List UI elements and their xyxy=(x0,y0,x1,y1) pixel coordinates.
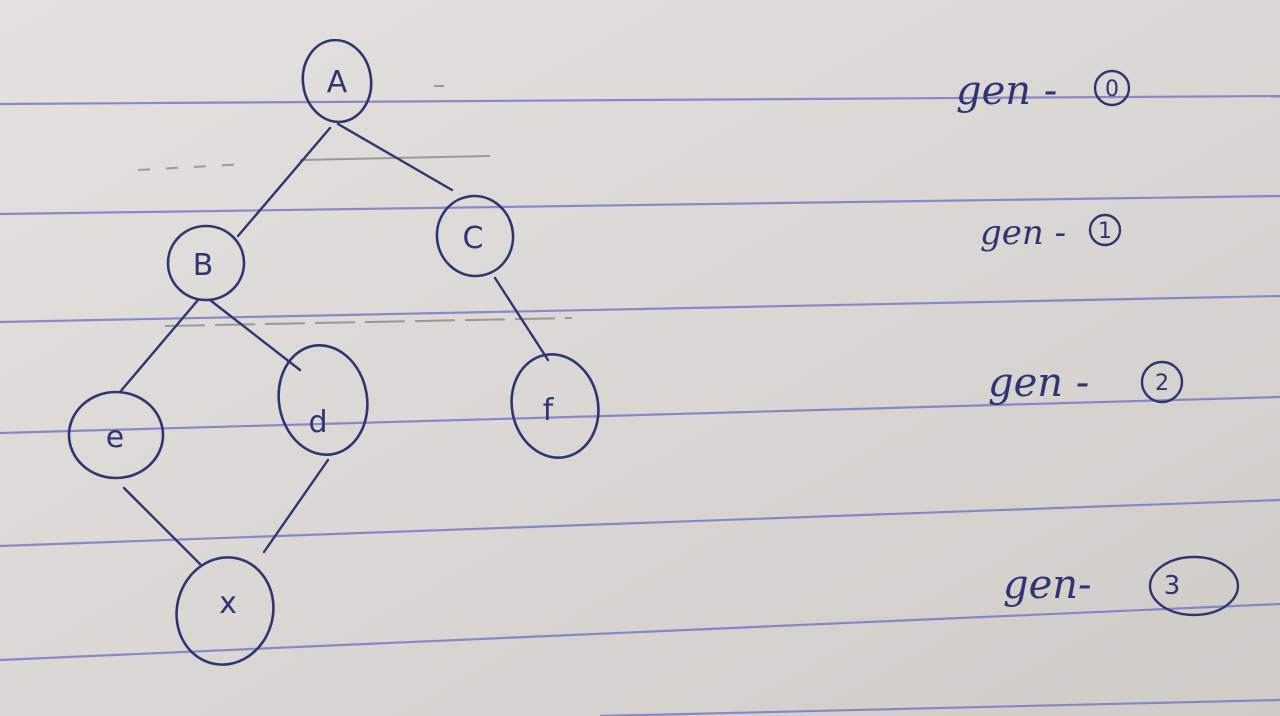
edge-B-e xyxy=(118,298,200,394)
tree-nodes: A B C e d f x xyxy=(67,38,600,666)
node-C: C xyxy=(435,194,515,278)
gen-label-1: gen - 1 xyxy=(980,213,1122,253)
gen-label-2-circle xyxy=(1140,360,1184,404)
gen-label-2-number: 2 xyxy=(1155,371,1169,396)
edge-d-x xyxy=(262,458,330,554)
generation-labels: gen - 0 gen - 1 gen - 2 gen- 3 xyxy=(956,68,1240,617)
node-f-circle xyxy=(510,353,600,459)
node-d-circle xyxy=(277,343,369,457)
edge-B-d xyxy=(208,298,302,372)
gen-label-1-circle xyxy=(1088,213,1122,247)
edge-C-f xyxy=(493,276,550,362)
dashed-mark xyxy=(137,163,247,171)
rule-line xyxy=(0,498,1280,548)
node-C-label: C xyxy=(463,221,484,256)
node-B-circle xyxy=(166,224,246,302)
node-f: f xyxy=(510,353,600,459)
gen-label-0: gen - 0 xyxy=(956,68,1131,114)
gen-label-0-circle xyxy=(1093,69,1131,107)
node-x-circle xyxy=(175,556,275,666)
rule-line xyxy=(0,94,1280,106)
node-B-label: B xyxy=(193,248,214,283)
gen-label-2-text: gen - xyxy=(988,360,1089,406)
node-C-circle xyxy=(435,194,515,278)
gen-label-3-text: gen- xyxy=(1003,562,1092,608)
gen-label-1-text: gen - xyxy=(980,213,1066,253)
rule-lines xyxy=(0,94,1280,716)
rule-line xyxy=(0,194,1280,216)
gen-label-2: gen - 2 xyxy=(988,360,1184,406)
gen-label-1-number: 1 xyxy=(1098,219,1112,244)
rule-line xyxy=(0,602,1280,662)
node-x-label: x xyxy=(219,586,237,621)
node-e-circle xyxy=(67,390,165,480)
rule-line xyxy=(0,294,1280,324)
edge-A-B xyxy=(236,126,332,238)
gen-label-3-number: 3 xyxy=(1164,571,1181,601)
edge-A-C xyxy=(336,122,454,192)
tree-edges xyxy=(118,122,550,566)
node-A-label: A xyxy=(327,65,348,100)
node-x: x xyxy=(175,556,275,666)
gen-label-3-circle xyxy=(1148,555,1240,617)
node-e: e xyxy=(67,390,165,480)
node-f-label: f xyxy=(543,393,555,428)
gen-label-0-text: gen - xyxy=(956,68,1057,114)
pencil-line xyxy=(164,317,573,327)
node-d-label: d xyxy=(308,405,327,440)
node-A-circle xyxy=(301,38,373,124)
rule-line xyxy=(599,698,1280,716)
node-B: B xyxy=(166,224,246,302)
node-e-label: e xyxy=(106,420,124,455)
gen-label-0-number: 0 xyxy=(1105,77,1119,102)
node-A: A xyxy=(301,38,373,124)
edge-e-x xyxy=(122,486,202,566)
rule-line xyxy=(0,395,1280,435)
node-d: d xyxy=(277,343,369,457)
gen-label-3: gen- 3 xyxy=(1003,555,1240,617)
